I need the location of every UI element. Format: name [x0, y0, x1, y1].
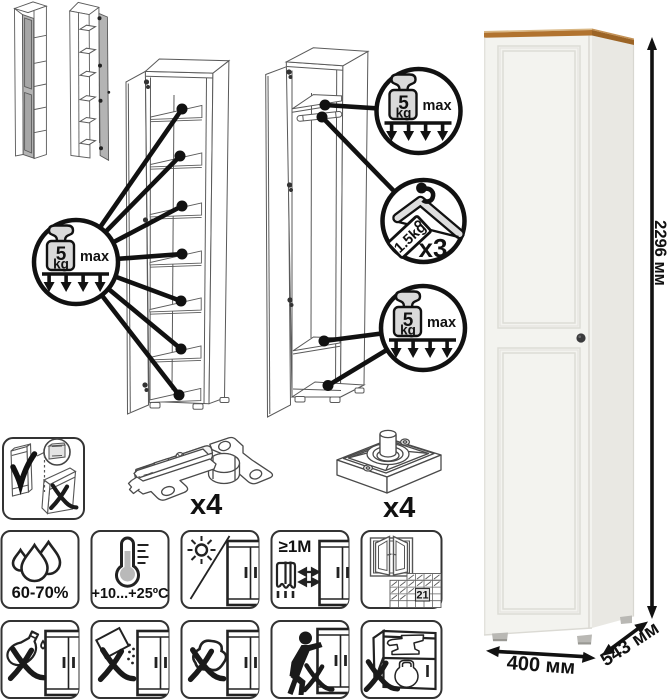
svg-text:2296 мм: 2296 мм [651, 220, 669, 286]
svg-text:x4: x4 [383, 492, 415, 524]
svg-text:60-70%: 60-70% [12, 584, 69, 602]
svg-text:x4: x4 [190, 489, 222, 521]
svg-text:x3: x3 [419, 233, 448, 263]
svg-text:≥1M: ≥1M [279, 537, 312, 556]
svg-text:+10...+25ºC: +10...+25ºC [91, 586, 169, 602]
svg-text:21: 21 [416, 590, 428, 602]
svg-text:400 мм: 400 мм [506, 652, 576, 679]
